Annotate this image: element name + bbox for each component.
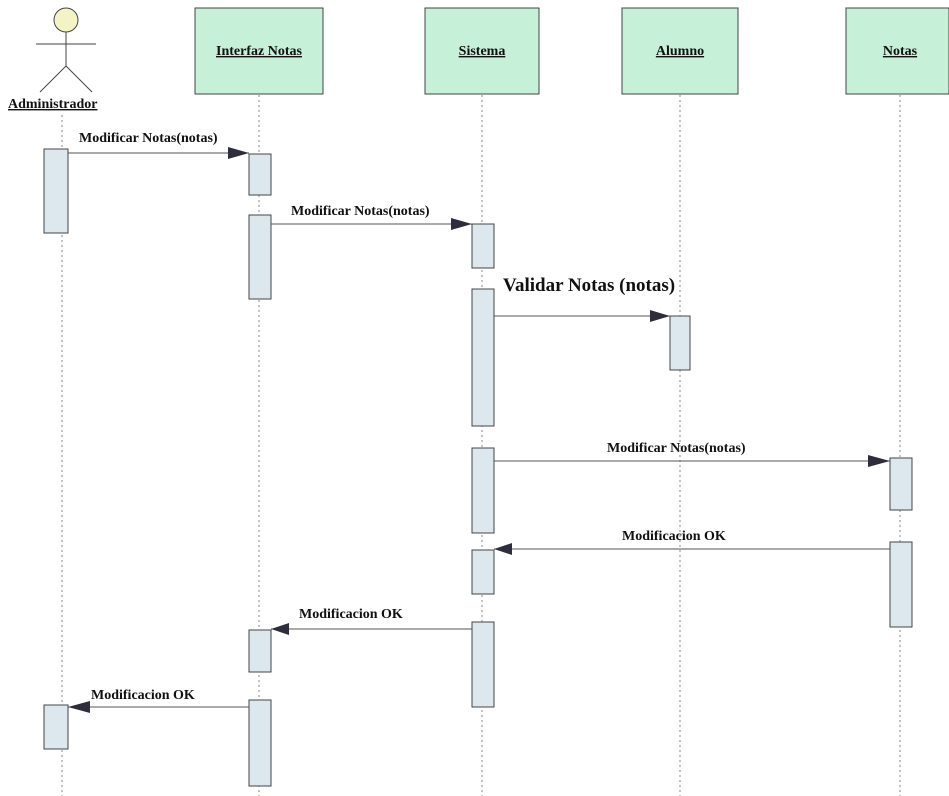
message-6: Modificacion OK <box>271 607 472 635</box>
message-label: Modificacion OK <box>622 529 726 544</box>
activation-interfaz-1 <box>248 153 272 196</box>
activation-sistema-2 <box>471 288 495 427</box>
message-1: Modificar Notas(notas) <box>68 131 249 159</box>
activation-interfaz-3 <box>248 629 272 673</box>
message-2: Modificar Notas(notas) <box>271 204 472 230</box>
participant-alumno: Alumno <box>621 7 739 95</box>
activation-sistema-3 <box>471 447 495 534</box>
participant-label: Sistema <box>459 44 506 59</box>
participant-notas: Notas <box>845 7 949 95</box>
activation-sistema-5 <box>471 621 495 708</box>
message-label: Modificar Notas(notas) <box>79 131 218 146</box>
message-7: Modificacion OK <box>68 688 249 713</box>
activation-sistema-4 <box>471 549 495 595</box>
activation-notas-2 <box>889 541 913 628</box>
message-label: Modificar Notas(notas) <box>291 204 430 219</box>
activation-administrador-2 <box>43 704 69 750</box>
activation-notas-1 <box>889 457 913 511</box>
arrowhead-icon <box>228 147 249 159</box>
arrowhead-icon <box>271 623 289 635</box>
arrowhead-icon <box>451 218 472 230</box>
arrowhead-icon <box>68 701 90 713</box>
arrowhead-icon <box>494 543 512 555</box>
message-label: Validar Notas (notas) <box>503 275 675 296</box>
message-5: Modificacion OK <box>494 529 890 555</box>
activation-administrador-1 <box>43 148 69 234</box>
activation-sistema-1 <box>471 223 495 269</box>
activation-interfaz-4 <box>248 699 272 787</box>
participant-label: Interfaz Notas <box>216 44 302 59</box>
participant-label: Alumno <box>656 44 704 59</box>
participant-interfaz-notas: Interfaz Notas <box>194 7 324 95</box>
message-label: Modificacion OK <box>91 688 195 703</box>
participant-sistema: Sistema <box>424 7 540 95</box>
arrowhead-icon <box>650 310 670 322</box>
message-label: Modificar Notas(notas) <box>607 441 746 456</box>
message-4: Modificar Notas(notas) <box>494 441 890 467</box>
actor-label: Administrador <box>8 97 97 112</box>
activation-alumno-1 <box>669 315 691 371</box>
message-3: Validar Notas (notas) <box>494 275 675 322</box>
message-label: Modificacion OK <box>299 607 403 622</box>
participant-label: Notas <box>883 44 918 59</box>
actor-figure-icon <box>36 7 96 93</box>
arrowhead-icon <box>868 455 890 467</box>
activation-interfaz-2 <box>248 214 272 300</box>
